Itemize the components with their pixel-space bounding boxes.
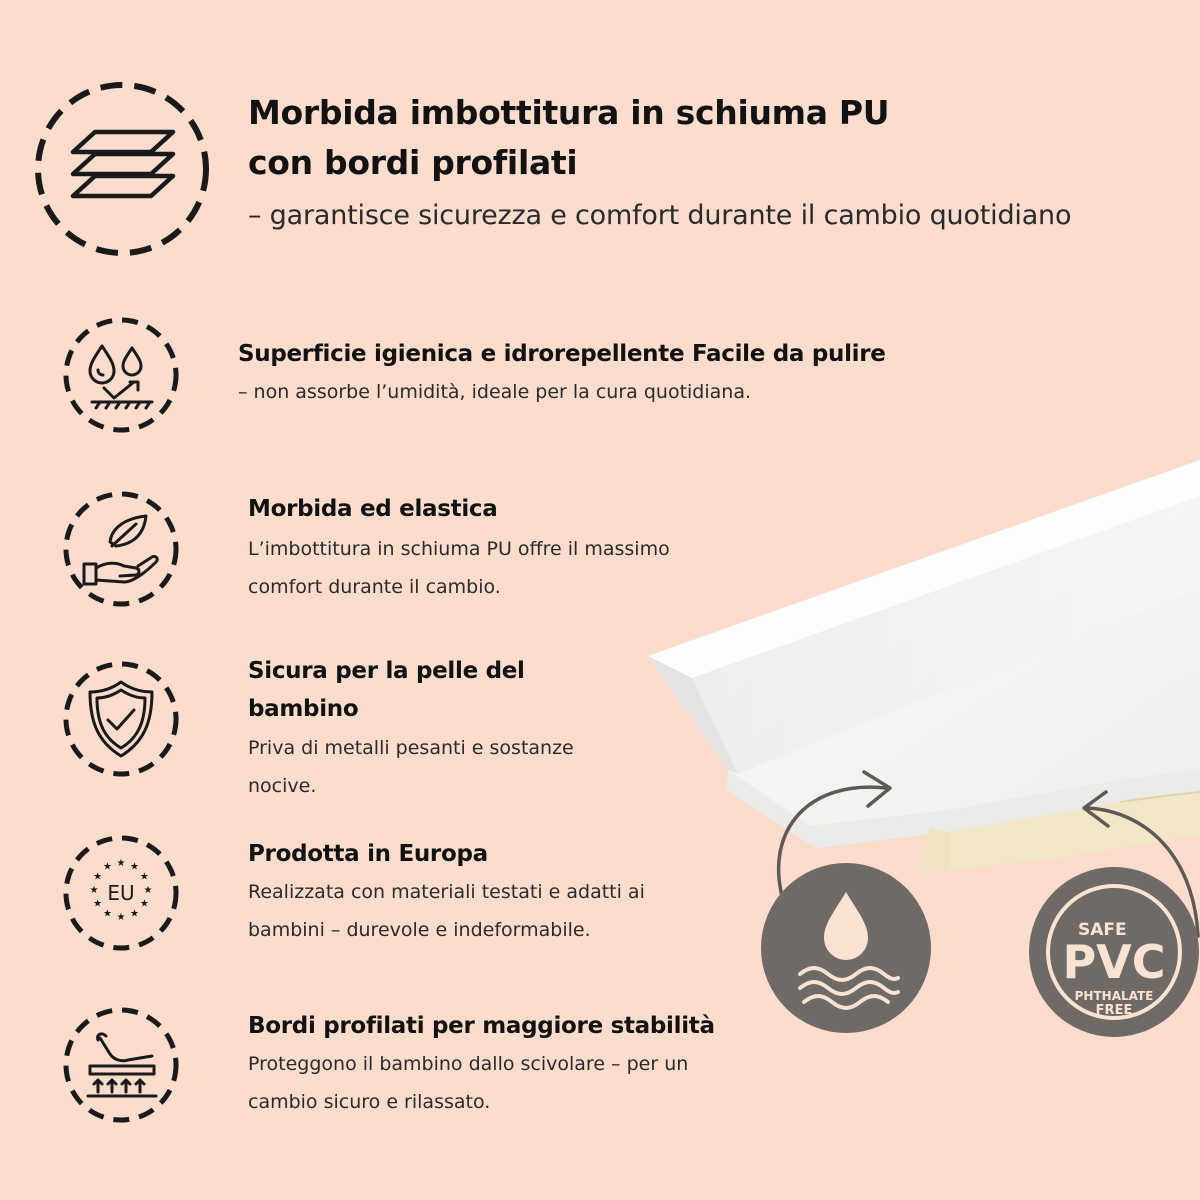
svg-text:★: ★ <box>140 899 149 910</box>
feature-title: Prodotta in Europa <box>248 835 488 873</box>
feature-description-line: bambini – durevole e indeformabile. <box>248 919 591 941</box>
curved-arrow-right <box>1086 806 1200 938</box>
feature-title-line: Superficie igienica e idrorepellente Fac… <box>238 341 886 367</box>
curved-arrow-left <box>776 785 888 898</box>
svg-text:★: ★ <box>93 872 102 883</box>
feature-description: – garantisce sicurezza e comfort durante… <box>248 196 1071 236</box>
svg-text:★: ★ <box>130 908 139 919</box>
feature-title-line: Morbida imbottitura in schiuma PU <box>248 93 890 132</box>
shield-check-icon <box>62 660 180 778</box>
mat-foam-cross-section <box>950 792 1200 870</box>
feature-description-line: comfort durante il cambio. <box>248 576 501 598</box>
feature-title-line: con bordi profilati <box>248 143 578 182</box>
pvc-bottom-label: FREE <box>1096 1003 1133 1018</box>
profiled-edge-icon <box>62 1006 180 1124</box>
feature-description-line: L’imbottitura in schiuma PU offre il mas… <box>248 538 670 560</box>
feature-description-line: – non assorbe l’umidità, ideale per la c… <box>238 381 751 403</box>
feature-description-line: Priva di metalli pesanti e sostanze <box>248 737 574 759</box>
feature-description-line: Realizzata con materiali testati e adatt… <box>248 881 645 903</box>
feature-title: Morbida ed elastica <box>248 490 498 528</box>
pvc-main-label: PVC <box>1062 935 1165 989</box>
feature-description: L’imbottitura in schiuma PU offre il mas… <box>248 530 670 606</box>
feature-description-line: nocive. <box>248 775 317 797</box>
mat-front-edge <box>726 770 1200 848</box>
pvc-bottom-label: PHTHALATE <box>1075 989 1154 1003</box>
feature-description-line: Proteggono il bambino dallo scivolare – … <box>248 1053 689 1075</box>
eu-label: EU <box>107 881 134 905</box>
svg-text:★: ★ <box>117 912 126 923</box>
svg-text:★: ★ <box>103 862 112 873</box>
water-drops-icon <box>62 316 180 434</box>
water-drop-waves-icon <box>760 862 932 1034</box>
svg-text:★: ★ <box>140 872 149 883</box>
mat-raised-rim <box>648 460 1200 678</box>
feature-description-line: cambio sicuro e rilassato. <box>248 1091 491 1113</box>
hand-feather-icon <box>62 490 180 608</box>
feature-description: Priva di metalli pesanti e sostanze noci… <box>248 729 574 805</box>
safe-pvc-badge: SAFE PVC PHTHALATE FREE <box>1028 866 1200 1038</box>
eu-stars-icon: ★ ★ ★ ★ ★ ★ ★ ★ ★ ★ ★ ★ EU <box>62 834 180 952</box>
svg-text:★: ★ <box>103 908 112 919</box>
svg-text:★: ★ <box>144 885 153 896</box>
feature-description: Proteggono il bambino dallo scivolare – … <box>248 1045 688 1121</box>
svg-text:★: ★ <box>90 885 99 896</box>
feature-title-line: bambino <box>248 696 359 722</box>
changing-mat-illustration <box>620 440 1200 1060</box>
feature-title: Sicura per la pelle del bambino <box>248 652 525 728</box>
feature-description: – non assorbe l’umidità, ideale per la c… <box>238 376 751 408</box>
feature-description-line: – garantisce sicurezza e comfort durante… <box>248 200 1072 231</box>
feature-title-line: Bordi profilati per maggiore stabilità <box>248 1013 715 1039</box>
feature-title: Morbida imbottitura in schiuma PU con bo… <box>248 88 890 188</box>
feature-title-line: Prodotta in Europa <box>248 841 488 867</box>
feature-title-line: Sicura per la pelle del <box>248 658 525 684</box>
svg-text:★: ★ <box>117 858 126 869</box>
feature-title-line: Morbida ed elastica <box>248 496 498 522</box>
feature-description: Realizzata con materiali testati e adatt… <box>248 873 645 949</box>
pvc-top-label: SAFE <box>1078 920 1127 940</box>
svg-text:★: ★ <box>93 899 102 910</box>
svg-text:★: ★ <box>130 862 139 873</box>
feature-title: Superficie igienica e idrorepellente Fac… <box>238 336 886 372</box>
feature-title: Bordi profilati per maggiore stabilità <box>248 1007 715 1045</box>
layers-icon <box>33 80 211 258</box>
